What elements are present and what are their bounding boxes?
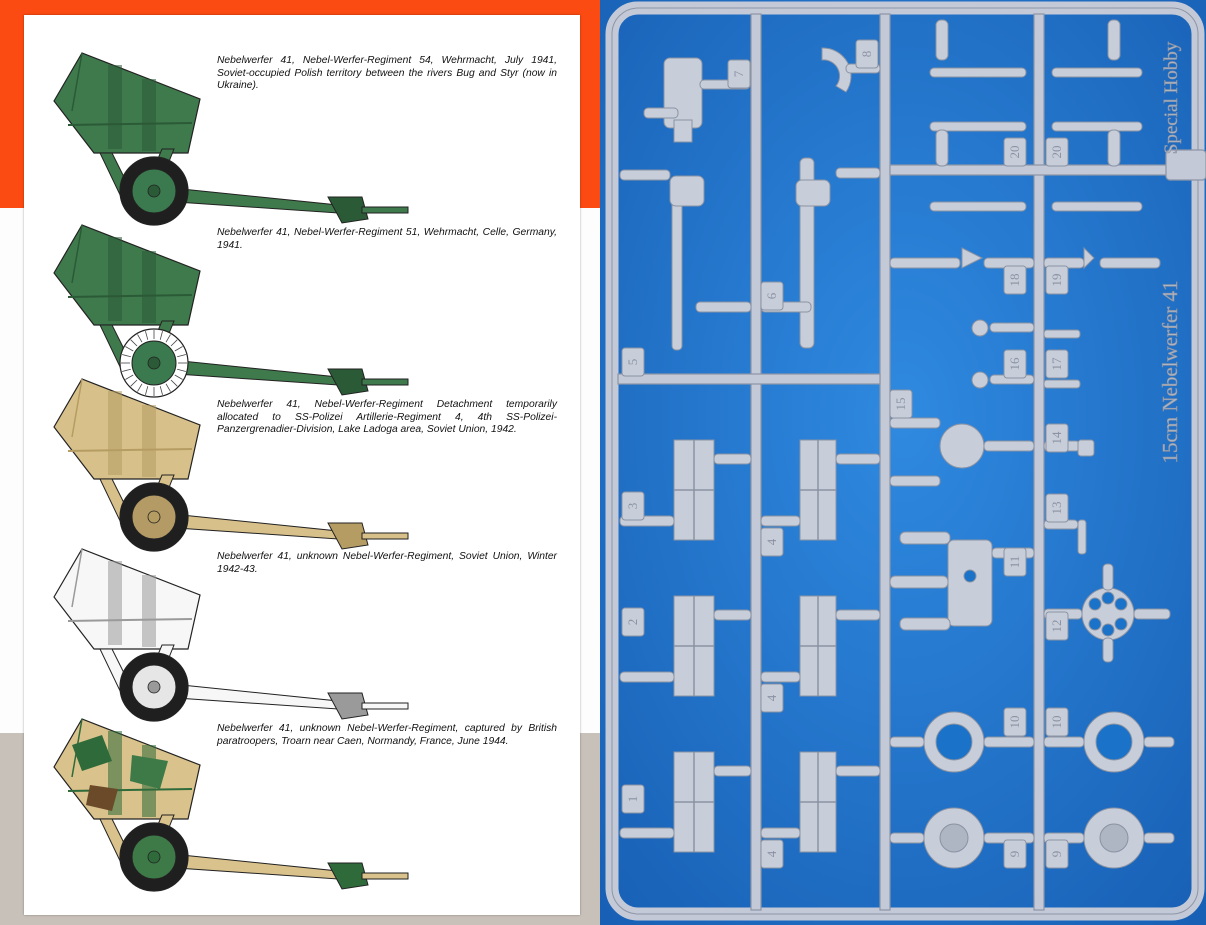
part-number-label: 20	[1007, 146, 1022, 159]
part-number-label: 10	[1049, 716, 1064, 729]
wheel-center	[147, 510, 161, 524]
part-number-label: 12	[1049, 620, 1064, 633]
part-number-label: 20	[1049, 146, 1064, 159]
part-number-label: 7	[731, 70, 746, 77]
trail-spade	[327, 522, 369, 550]
part-number-label: 1	[625, 796, 640, 803]
wheel-center	[147, 680, 161, 694]
trail-tow-bar	[361, 378, 409, 386]
brand-emboss: Special Hobby	[1161, 41, 1182, 154]
part-number-label: 9	[1007, 851, 1022, 858]
wheel-center	[147, 850, 161, 864]
launcher-tubes	[53, 52, 201, 154]
launcher-tubes	[53, 378, 201, 480]
part-number-label: 15	[893, 398, 908, 411]
colour-profile-page: Nebelwerfer 41, Nebel-Werfer-Regiment 54…	[0, 0, 600, 925]
profile-caption: Nebelwerfer 41, Nebel-Werfer-Regiment 54…	[217, 55, 557, 91]
part-number-label: 16	[1007, 357, 1022, 371]
part-number-label: 3	[625, 503, 640, 510]
wheel-center	[147, 184, 161, 198]
product-emboss: 15cm Nebelwerfer 41	[1158, 280, 1182, 463]
part-number-label: 8	[859, 51, 874, 58]
part-number-label: 4	[764, 694, 779, 701]
launcher-profile-image	[53, 548, 409, 722]
part-number-label: 17	[1049, 357, 1064, 371]
part-number-label: 2	[625, 619, 640, 626]
profile-caption: Nebelwerfer 41, unknown Nebel-Werfer-Reg…	[217, 551, 557, 575]
part-number-label: 6	[764, 292, 779, 299]
trail-tow-bar	[361, 702, 409, 710]
part-number-label: 19	[1049, 274, 1064, 287]
launcher-profile-image	[53, 378, 409, 552]
part-number-label: 18	[1007, 274, 1022, 287]
launcher-tubes	[53, 548, 201, 650]
part-number-label: 4	[764, 538, 779, 545]
profile-caption: Nebelwerfer 41, unknown Nebel-Werfer-Reg…	[217, 723, 557, 747]
profile-caption: Nebelwerfer 41, Nebel-Werfer-Regiment De…	[217, 399, 557, 435]
trail-spade	[327, 196, 369, 224]
wheel-center	[147, 356, 161, 370]
trail-spade	[327, 368, 369, 396]
part-number-label: 5	[625, 359, 640, 366]
trail-tow-bar	[361, 872, 409, 880]
part-number-label: 11	[1007, 556, 1022, 569]
launcher-tubes	[53, 718, 201, 820]
launcher-profile-image	[53, 52, 409, 226]
launcher-profile-image	[53, 224, 409, 398]
part-number-label: 13	[1049, 502, 1064, 515]
trail-spade	[327, 692, 369, 720]
part-number-label: 14	[1049, 431, 1064, 445]
part-number-label: 9	[1049, 851, 1064, 858]
sprue-image: 1 2 3 4 4 4 5 6 7 8 9 9 10 10 11 12 13 1…	[600, 0, 1206, 925]
launcher-profile-image	[53, 718, 409, 892]
part-number-label: 4	[764, 850, 779, 857]
sprue-photo: 1 2 3 4 4 4 5 6 7 8 9 9 10 10 11 12 13 1…	[600, 0, 1206, 925]
part-number-label: 10	[1007, 716, 1022, 729]
trail-tow-bar	[361, 206, 409, 214]
launcher-tubes	[53, 224, 201, 326]
profile-caption: Nebelwerfer 41, Nebel-Werfer-Regiment 51…	[217, 227, 557, 251]
trail-spade	[327, 862, 369, 890]
trail-tow-bar	[361, 532, 409, 540]
instruction-sheet: Nebelwerfer 41, Nebel-Werfer-Regiment 54…	[24, 15, 580, 915]
